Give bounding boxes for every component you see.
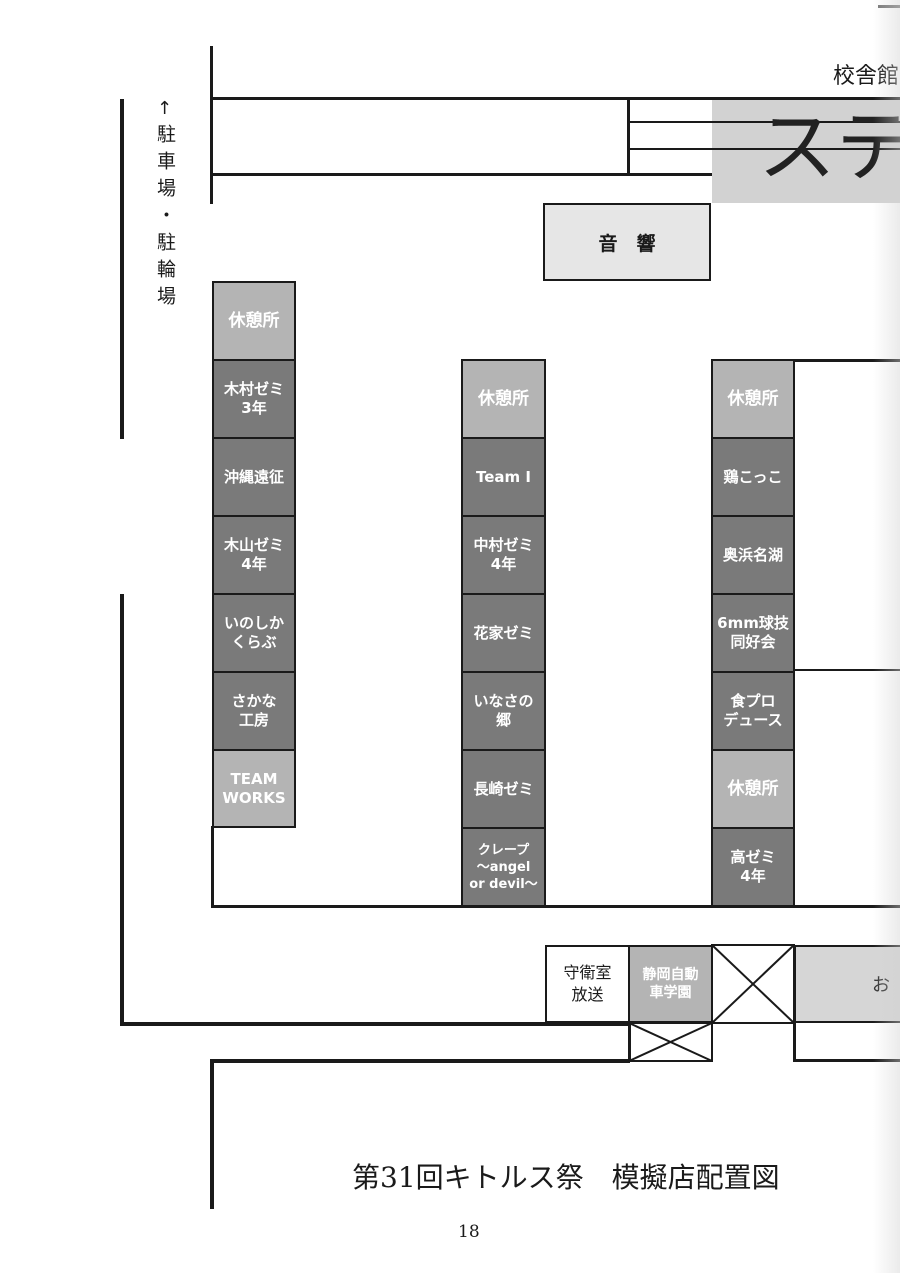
gate-booth: 静岡自動 車学園 xyxy=(628,945,713,1023)
parking-wall xyxy=(120,99,124,439)
gate-right-post xyxy=(793,1022,796,1062)
road-top-line xyxy=(212,97,900,100)
stage-area xyxy=(712,100,900,203)
stall-col1-6: さかな 工房 xyxy=(212,671,296,751)
sound-booth: 音 響 xyxy=(543,203,711,281)
stage-stripe-over-1 xyxy=(628,121,900,123)
area-bottom-line xyxy=(211,905,900,908)
stall-col1-3: 沖縄遠征 xyxy=(212,437,296,517)
stall-col3-4: 6mm球技 同好会 xyxy=(711,593,795,673)
right-booth-label: お xyxy=(872,975,890,996)
road-edge-left xyxy=(210,46,213,204)
stall-col3-rest: 休憩所 xyxy=(711,359,795,439)
stall-col2-rest: 休憩所 xyxy=(461,359,546,439)
stage-label: ステ xyxy=(758,103,900,193)
outer-wall-left xyxy=(120,594,124,1026)
corner-mark xyxy=(878,5,900,8)
stage-stripe-over-2 xyxy=(628,148,900,150)
stall-col1-rest: 休憩所 xyxy=(212,281,296,361)
stall-col1-2: 木村ゼミ 3年 xyxy=(212,359,296,439)
lower-left-wall xyxy=(210,1059,214,1209)
road-bottom-line xyxy=(212,173,900,176)
right-road-line xyxy=(793,1059,900,1062)
building-label: 校舎館 xyxy=(833,64,900,89)
stall-col1-4: 木山ゼミ 4年 xyxy=(212,515,296,595)
parking-arrow-icon: ↑ xyxy=(157,98,173,119)
guard-room: 守衛室 放送 xyxy=(545,945,630,1023)
page-number: 18 xyxy=(458,1222,480,1242)
right-block-top xyxy=(793,359,900,362)
footer-title: 第31回キトルス祭 模擬店配置図 xyxy=(352,1161,780,1194)
outer-wall-bottom xyxy=(120,1022,630,1026)
parking-label: 駐車場・駐輪場 xyxy=(154,124,176,313)
stall-col1-7: TEAM WORKS xyxy=(212,749,296,828)
stall-col3-rest-2: 休憩所 xyxy=(711,749,795,829)
stall-col1-5: いのしか くらぶ xyxy=(212,593,296,673)
stage-left-wall xyxy=(627,97,630,175)
gate-left-post xyxy=(628,1022,631,1062)
area-left-edge xyxy=(211,826,214,908)
stall-col2-7: クレープ 〜angel or devil〜 xyxy=(461,827,546,907)
right-block-divider xyxy=(793,669,900,671)
right-booth: お xyxy=(794,945,900,1023)
lower-road-line xyxy=(210,1059,630,1063)
